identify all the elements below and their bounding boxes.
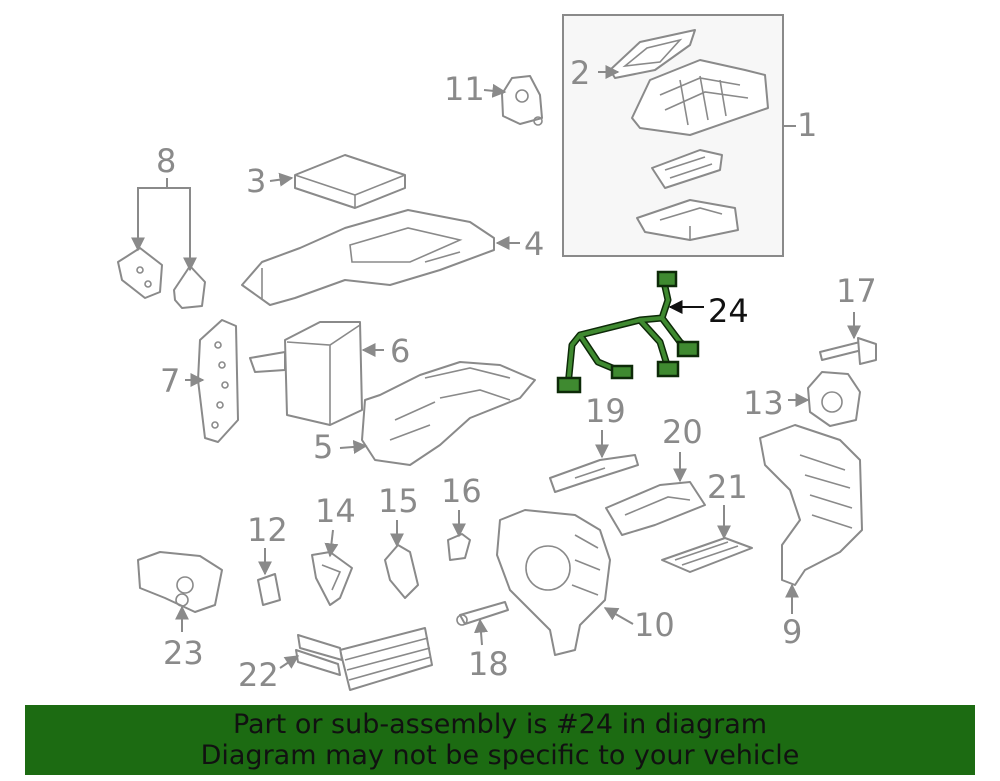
- part-1-lower-case[interactable]: [636, 199, 739, 241]
- label-1: 1: [797, 106, 817, 144]
- label-8: 8: [156, 142, 176, 180]
- label-10: 10: [634, 606, 675, 644]
- label-16: 16: [441, 472, 482, 510]
- label-15: 15: [378, 482, 419, 520]
- part-19-trim-strip[interactable]: [549, 454, 639, 493]
- part-12-small-module[interactable]: [257, 573, 281, 606]
- part-21-filter[interactable]: [661, 537, 753, 573]
- part-20-seal[interactable]: [605, 481, 706, 536]
- callout-labels: 2 1 11 3 4 8 7 6 5 24 17 13 19 20 21 9 1…: [156, 54, 877, 694]
- part-5-duct-assembly[interactable]: [361, 361, 536, 466]
- label-13: 13: [743, 384, 784, 422]
- part-10-blower-housing[interactable]: [496, 509, 611, 656]
- label-5: 5: [313, 428, 333, 466]
- label-24: 24: [708, 292, 749, 330]
- banner-line-1: Part or sub-assembly is #24 in diagram: [232, 709, 768, 740]
- part-8-bracket-a[interactable]: [117, 247, 163, 299]
- label-17: 17: [836, 272, 877, 310]
- label-23: 23: [163, 634, 204, 672]
- label-4: 4: [524, 225, 544, 263]
- label-11: 11: [444, 70, 485, 108]
- part-16-clip[interactable]: [447, 533, 471, 561]
- banner-line-2: Diagram may not be specific to your vehi…: [200, 740, 800, 771]
- part-14-bracket[interactable]: [311, 551, 353, 606]
- info-banner: Part or sub-assembly is #24 in diagram D…: [25, 705, 975, 775]
- label-6: 6: [390, 332, 410, 370]
- part-24-wiring-harness[interactable]: [556, 270, 700, 394]
- part-7-side-panel[interactable]: [197, 319, 239, 443]
- part-17-sensor[interactable]: [819, 337, 877, 365]
- part-8-bracket-b[interactable]: [173, 265, 206, 309]
- part-11-actuator[interactable]: [501, 75, 543, 126]
- part-1-upper-case[interactable]: [631, 59, 769, 136]
- label-3: 3: [246, 162, 266, 200]
- label-12: 12: [247, 511, 288, 549]
- part-1-middle-case[interactable]: [651, 149, 723, 189]
- part-4-upper-duct[interactable]: [241, 209, 495, 306]
- part-9-side-duct[interactable]: [759, 424, 863, 586]
- part-23-bracket[interactable]: [137, 551, 223, 613]
- part-13-motor[interactable]: [807, 371, 861, 427]
- part-6-control-module[interactable]: [249, 321, 363, 426]
- label-19: 19: [585, 392, 626, 430]
- leader-lines: [131, 65, 861, 669]
- label-2: 2: [570, 54, 590, 92]
- part-15-bracket[interactable]: [384, 544, 419, 599]
- label-18: 18: [468, 645, 509, 683]
- label-9: 9: [782, 613, 802, 651]
- part-18-sensor-rod[interactable]: [456, 601, 509, 626]
- label-21: 21: [707, 468, 748, 506]
- part-3-cabin-filter[interactable]: [294, 154, 406, 209]
- label-7: 7: [160, 362, 180, 400]
- label-20: 20: [662, 413, 703, 451]
- label-22: 22: [238, 656, 279, 694]
- part-22-heater-core[interactable]: [295, 627, 433, 691]
- label-14: 14: [315, 492, 356, 530]
